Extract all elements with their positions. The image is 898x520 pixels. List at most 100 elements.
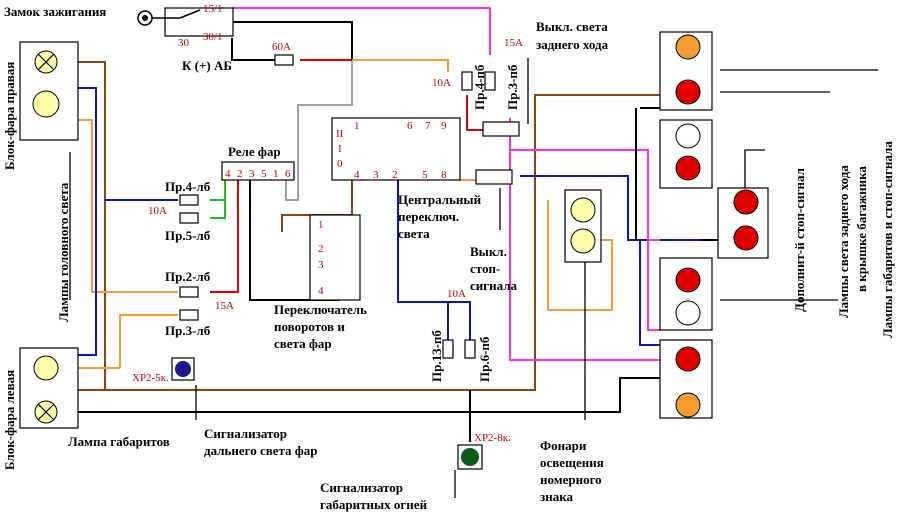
xp2-8k-label: ХР2-8к.	[474, 432, 511, 444]
plate-lamp-label-4: знака	[540, 489, 574, 504]
rear-marker-stop-label: Лампы габаритов и стоп-сигнала	[880, 141, 895, 338]
svg-text:0: 0	[337, 158, 343, 170]
turn-switch-label-2: поворотов и	[274, 319, 345, 334]
stop-switch-label-1: Выкл.	[470, 244, 507, 259]
fuse-10a-left: 10A	[148, 205, 167, 217]
fuse-pr5-lb	[179, 212, 199, 224]
fuse-pr2-lb-label: Пр.2-лб	[165, 269, 211, 284]
svg-text:4: 4	[318, 285, 324, 297]
svg-text:6: 6	[285, 168, 291, 180]
rear-lamp-trunk-left	[659, 257, 713, 331]
stop-switch-label-3: сигнала	[470, 278, 518, 293]
pin-30: 30	[178, 37, 190, 49]
reverse-lamp-label: Лампы света заднего хода	[836, 165, 851, 318]
marker-lamp-label: Лампа габаритов	[68, 434, 170, 449]
black-wires	[78, 21, 660, 442]
central-switch-label-2: переключ.	[398, 209, 459, 224]
svg-text:2: 2	[392, 169, 398, 181]
marker-indicator	[457, 444, 483, 470]
svg-text:1: 1	[318, 219, 324, 231]
fuse-pr13-pb	[442, 339, 454, 359]
central-switch-label-3: света	[398, 226, 430, 241]
relay-label: Реле фар	[228, 144, 281, 159]
svg-text:3: 3	[318, 259, 324, 271]
turn-switch-pins: 1 2 3 4	[318, 219, 324, 297]
marker-indicator-label-1: Сигнализатор	[320, 480, 403, 495]
central-switch-label-1: Центральный	[398, 192, 482, 207]
extra-stop-light	[717, 187, 769, 259]
svg-text:5: 5	[261, 168, 267, 180]
blue-wires	[78, 87, 718, 356]
fuse-pr3-pb-label: Пр.3-пб	[505, 64, 520, 110]
central-switch-pins: II I 0 1 6 7 9 4 3 2 5 8	[336, 120, 447, 181]
xp2-5k-label: ХР2-5к.	[132, 372, 169, 384]
fuse-10a-mid: 10A	[447, 288, 466, 300]
reverse-switch-label-2: заднего хода	[536, 37, 609, 52]
reverse-switch	[482, 121, 520, 137]
turn-switch-label-3: света фар	[274, 336, 332, 351]
marker-indicator-label-2: габаритных огней	[320, 497, 428, 512]
headlight-relay	[221, 161, 295, 181]
relay-pins: 4 2 3 5 1 6	[225, 168, 291, 180]
fuse-pr2-lb	[179, 286, 199, 298]
headlight-right-label: Блок-фара правая	[2, 62, 17, 170]
rear-lamp-trunk-right	[659, 119, 713, 189]
headlamp-label: Лампы головного света	[56, 182, 71, 322]
high-beam-indicator-label-2: дальнего света фар	[204, 443, 318, 458]
plate-lamp-label-1: Фонари	[540, 438, 587, 453]
ignition-label: Замок зажигания	[4, 4, 106, 19]
svg-text:I: I	[338, 143, 342, 155]
svg-text:4: 4	[225, 168, 231, 180]
fuse-pr3-lb	[179, 309, 199, 321]
pin-15-1: 15/1	[203, 3, 223, 15]
green-wire	[210, 180, 226, 219]
fuse-pr4-lb-label: Пр.4-лб	[165, 179, 211, 194]
fuse-pr4-lb	[179, 194, 199, 206]
svg-text:7: 7	[425, 120, 431, 132]
svg-text:4: 4	[354, 169, 360, 181]
central-switch	[331, 117, 461, 181]
fuse-pr4-pb	[461, 71, 473, 91]
fuses	[179, 54, 496, 359]
fuse-15a-top: 15A	[504, 37, 523, 49]
stop-switch	[475, 169, 513, 185]
fuse-pr6-pb	[464, 339, 476, 359]
fuse-pr3-lb-label: Пр.3-лб	[165, 323, 211, 338]
headlight-right	[19, 41, 79, 141]
fuse-60a	[274, 54, 294, 66]
fuse-pr6-pb-label: Пр.6-пб	[477, 336, 492, 382]
rear-lamp-right-upper	[659, 31, 713, 111]
plate-lamp-label-2: освещения	[540, 455, 604, 470]
svg-text:3: 3	[373, 169, 379, 181]
orange-wires	[78, 59, 613, 369]
plate-lamps	[564, 189, 602, 263]
battery-label: К (+) АБ	[182, 58, 232, 73]
fuse-pr13-pb-label: Пр.13-пб	[429, 330, 444, 382]
ignition-switch	[137, 7, 234, 37]
fuse-pr5-lb-label: Пр.5-лб	[165, 228, 211, 243]
headlight-left-label: Блок-фара левая	[2, 370, 17, 470]
trunk-lid-label: в крышке багажника	[854, 166, 869, 292]
red-wires	[210, 59, 483, 293]
headlight-left	[19, 347, 79, 429]
rear-lamp-left-lower	[659, 339, 713, 419]
fuse-pr4-pb-label: Пр.4-пб	[472, 64, 487, 110]
plate-lamp-label-3: номерного	[540, 472, 602, 487]
svg-text:9: 9	[441, 120, 447, 132]
svg-text:6: 6	[407, 120, 413, 132]
extra-stop-label: Дополнит-й стоп-сигнал	[792, 168, 807, 312]
stop-switch-label-2: стоп-	[470, 261, 500, 276]
stop-feed-wire	[635, 107, 718, 241]
reverse-switch-label-1: Выкл. света	[536, 19, 608, 34]
high-beam-indicator	[171, 357, 195, 381]
pointer-lines	[69, 58, 878, 498]
svg-text:2: 2	[237, 168, 243, 180]
magenta-wires	[232, 7, 660, 361]
svg-text:2: 2	[318, 243, 324, 255]
fuse-15a-left: 15A	[215, 300, 234, 312]
svg-text:1: 1	[354, 120, 360, 132]
turn-switch-label-1: Переключатель	[274, 302, 367, 317]
grey-wire	[285, 60, 353, 201]
